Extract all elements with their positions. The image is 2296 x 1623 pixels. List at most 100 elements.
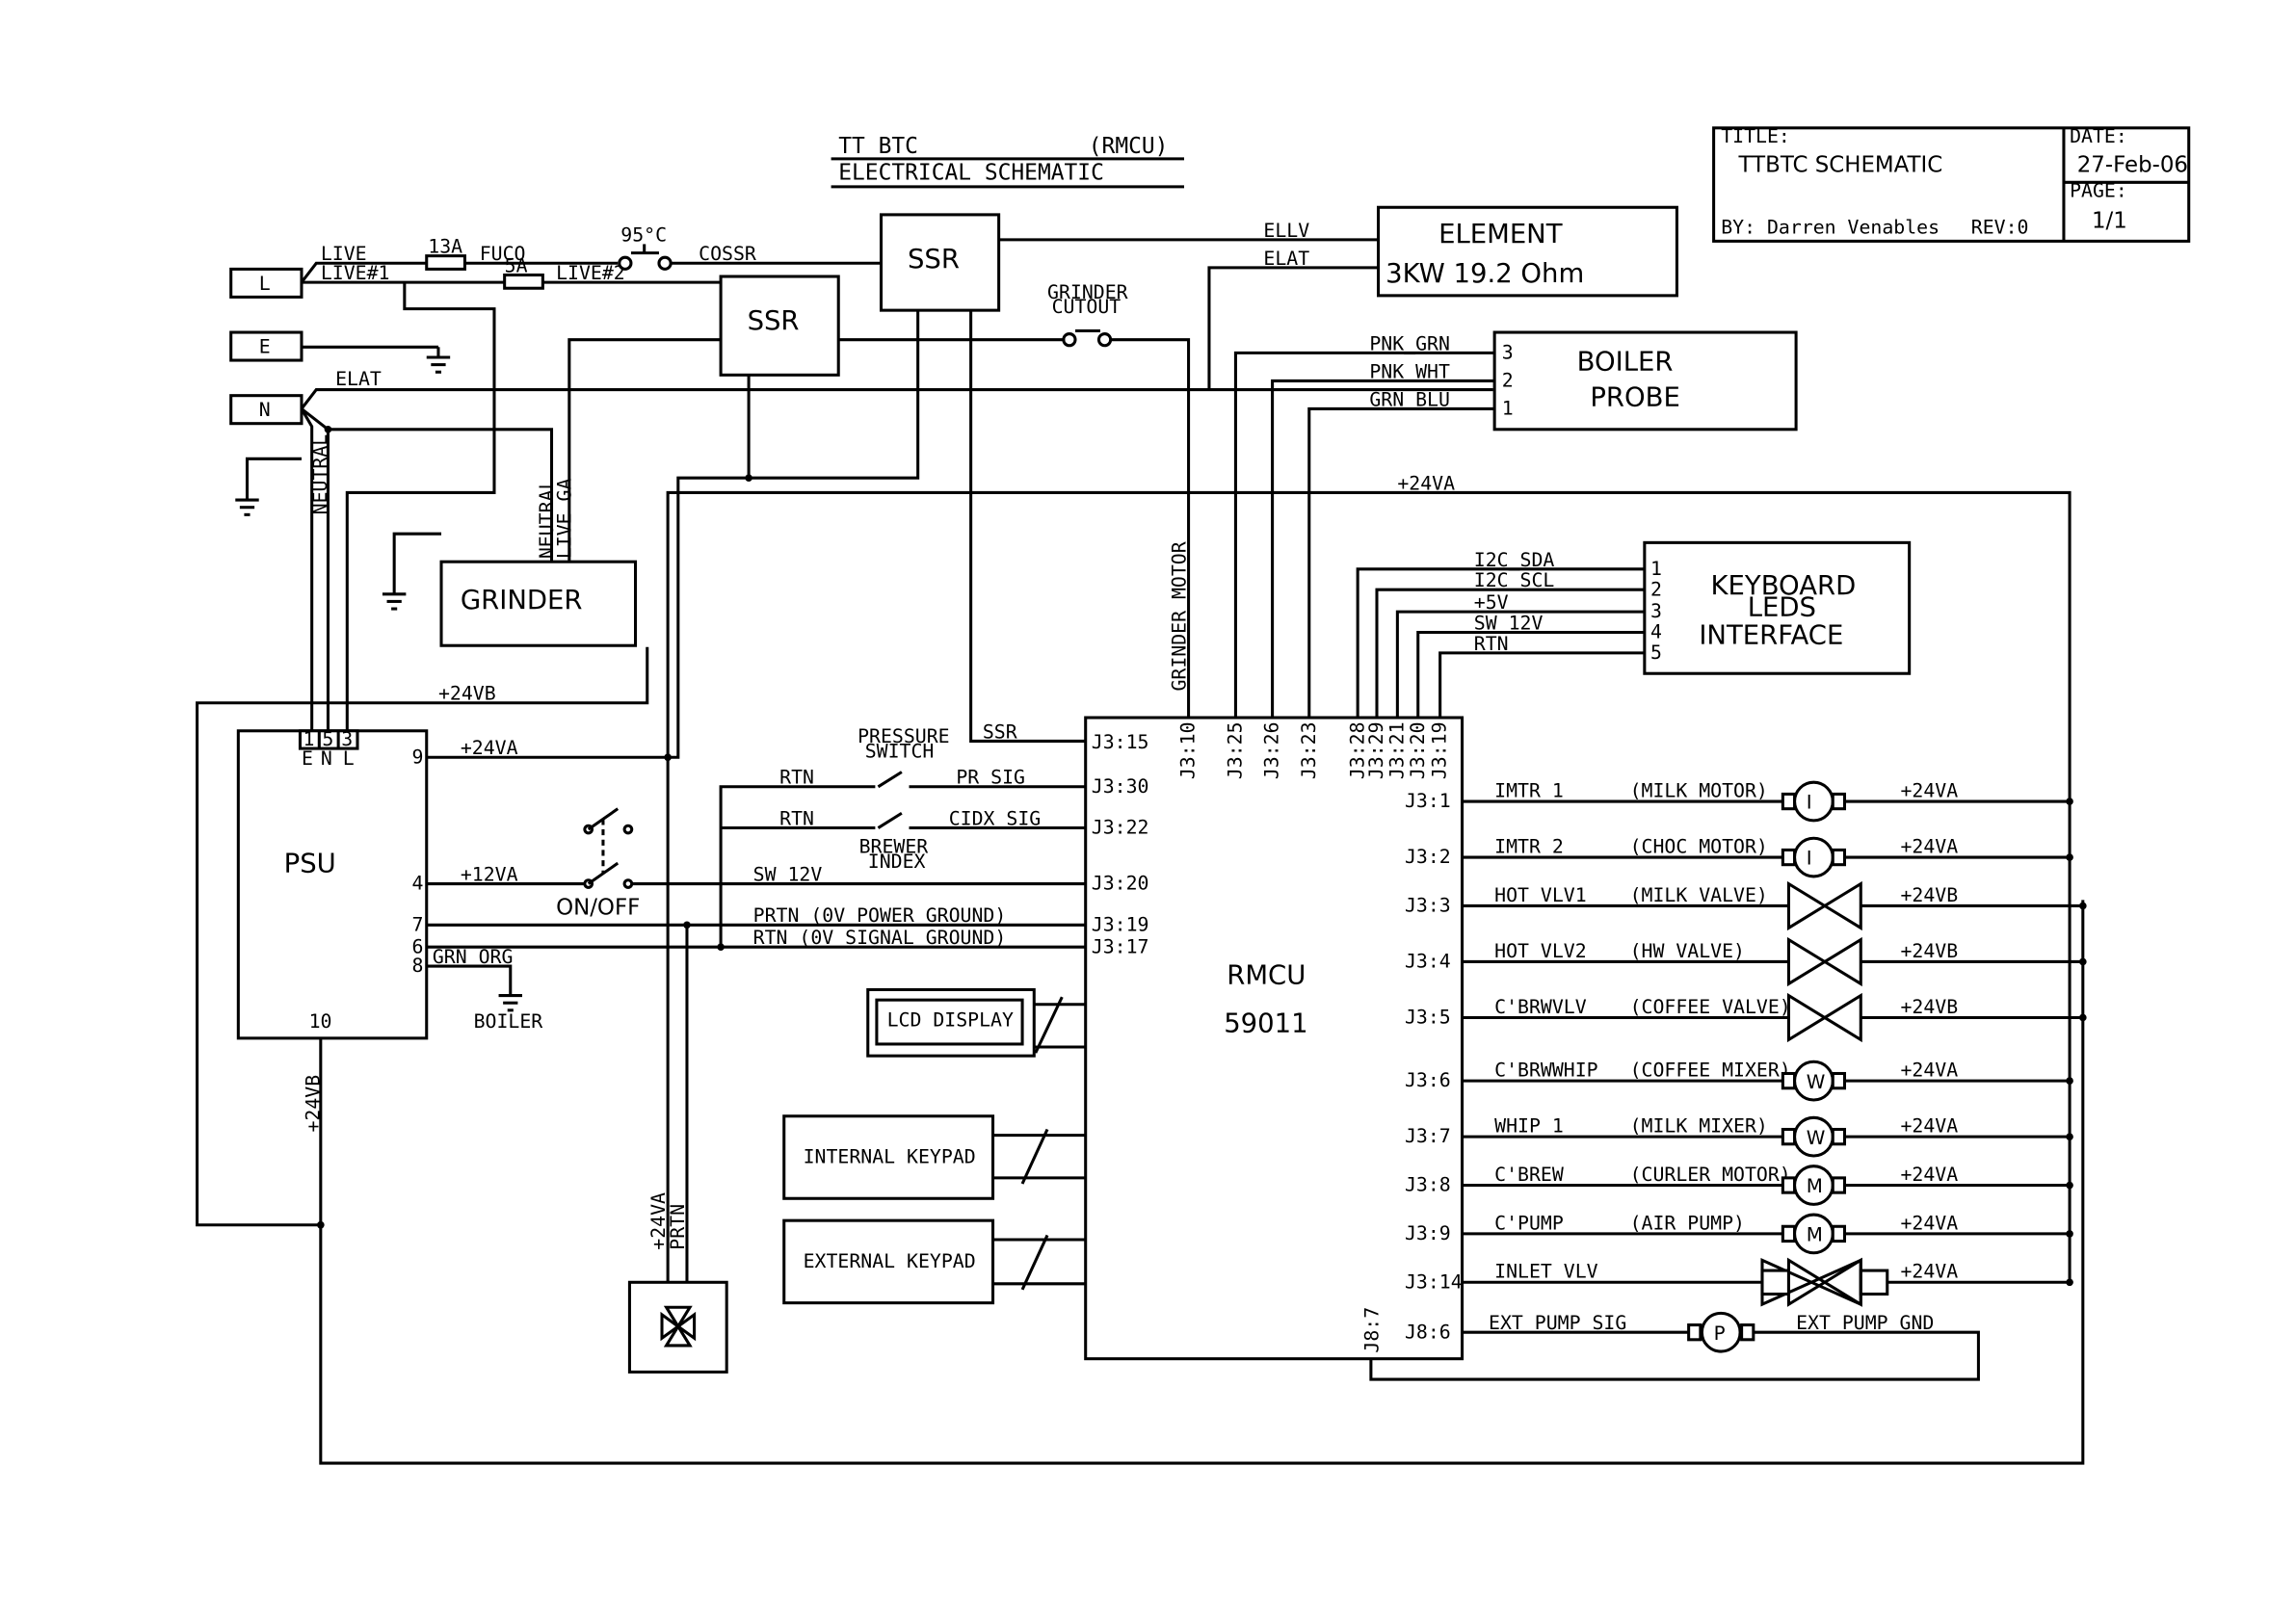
- grinder-motor-label: GRINDER MOTOR: [1169, 541, 1191, 691]
- output-net-label: HOT_VLV2: [1494, 940, 1587, 962]
- kb-pin-4: 4: [1650, 621, 1662, 643]
- psu-input-terminals: [298, 729, 359, 750]
- bus-24va-label: +24VA: [1397, 472, 1455, 494]
- internal-keypad-box: [782, 1114, 995, 1200]
- fuse-13a-label: 13A: [428, 236, 462, 258]
- live-psu-wire: [345, 282, 496, 731]
- psu-pin-10: 10: [309, 1010, 332, 1033]
- top-pin-j3-26: J3:26: [1261, 721, 1283, 779]
- elat-n-label: ELAT: [335, 368, 382, 390]
- ssr-net-label: SSR: [983, 720, 1017, 743]
- plus5v-label: +5V: [1474, 591, 1509, 614]
- live-wire: [300, 261, 427, 284]
- onoff-label: ON/OFF: [556, 896, 640, 921]
- rmcu-label-1: RMCU: [1227, 959, 1306, 990]
- fuse-5a-label: 5A: [505, 254, 528, 276]
- fan-24va-label: +24VA: [647, 1192, 670, 1250]
- grn-blu-label: GRN_BLU: [1369, 388, 1450, 410]
- bus-24vb-lower: [319, 900, 2085, 1465]
- ssr-grinder-label: SSR: [748, 305, 800, 336]
- rtn2-label: RTN: [779, 807, 814, 829]
- output-desc-label: (CURLER MOTOR): [1630, 1164, 1791, 1186]
- output-pin: J3:7: [1405, 1125, 1451, 1147]
- pr-sig-label: PR_SIG: [956, 767, 1025, 789]
- output-supply-label: +24VA: [1900, 1261, 1958, 1283]
- title-block-page-label: PAGE:: [2070, 180, 2127, 202]
- output-supply-label: +24VA: [1900, 1212, 1958, 1234]
- title-block-date-label: DATE:: [2070, 125, 2127, 147]
- ext-pump-gnd-label: EXT_PUMP_GND: [1796, 1312, 1934, 1334]
- i2c-scl-label: I2C_SCL: [1474, 569, 1555, 591]
- fuse-13a: [425, 254, 466, 271]
- output-net-label: HOT_VLV1: [1494, 884, 1587, 906]
- grinder-cutout-label-2: CUTOUT: [1052, 296, 1122, 318]
- title-line2: ELECTRICAL SCHEMATIC: [838, 160, 1104, 185]
- psu-label: PSU: [284, 848, 336, 878]
- rtn-kb-label: RTN: [1474, 633, 1509, 655]
- output-pin: J3:9: [1405, 1222, 1451, 1244]
- output-supply-label: +24VA: [1900, 835, 1958, 857]
- output-net-label: C'BRWVLV: [1494, 996, 1587, 1018]
- element-label-2: 3KW 19.2 Ohm: [1386, 258, 1584, 289]
- grinder-cutout-contact-a: [1062, 332, 1077, 348]
- elat-label: ELAT: [1263, 248, 1309, 270]
- boiler-probe-label-2: PROBE: [1590, 381, 1679, 412]
- neutral-label: NEUTRAL: [309, 434, 331, 515]
- ssr-element-label: SSR: [908, 244, 960, 275]
- top-pin-j3-20: J3:20: [1407, 721, 1429, 779]
- output-desc-label: (COFFEE MIXER): [1630, 1060, 1791, 1082]
- top-pin-j3-21: J3:21: [1386, 721, 1408, 779]
- psu-24va-label: +24VA: [461, 737, 518, 759]
- title-paren: (RMCU): [1089, 134, 1169, 159]
- rtn-sig-label: RTN (0V SIGNAL GROUND): [753, 927, 1007, 949]
- lcd-inner: [875, 998, 1024, 1046]
- psu-box: [236, 729, 429, 1040]
- fuco-label: FUCO: [480, 243, 526, 265]
- kb-pin-3: 3: [1650, 600, 1662, 622]
- output-pin: J3:2: [1405, 846, 1451, 868]
- output-pin: J3:4: [1405, 951, 1451, 973]
- cossr-label: COSSR: [699, 243, 756, 265]
- output-net-label: IMTR_1: [1494, 779, 1564, 801]
- title-block-frame: [1712, 126, 2191, 243]
- rtn1-label: RTN: [779, 767, 814, 789]
- brewer-index-label-1: BREWER: [859, 835, 929, 857]
- grinder-cutout-contact-b: [1096, 332, 1113, 348]
- sw12v-label: SW_12V: [753, 863, 823, 885]
- output-pin: J3:3: [1405, 895, 1451, 917]
- ext-pump-pin: J8:6: [1405, 1321, 1451, 1343]
- psu-pin-4: 4: [411, 873, 423, 895]
- psu-pin-n: N: [321, 747, 332, 770]
- psu-pin-7: 7: [411, 913, 423, 935]
- brewer-index-switch: [877, 811, 903, 829]
- top-pin-j3-25: J3:25: [1225, 721, 1247, 779]
- output-symbol-letter: W: [1807, 1127, 1826, 1149]
- output-pin: J3:8: [1405, 1174, 1451, 1196]
- grinder-live-label: LIVE GA: [553, 479, 575, 560]
- output-supply-label: +24VB: [1900, 940, 1958, 962]
- pressure-switch: [877, 771, 903, 789]
- fuse-5a: [503, 273, 544, 290]
- boiler-pin-1: 1: [1502, 398, 1514, 420]
- output-desc-label: (COFFEE VALVE): [1630, 996, 1791, 1018]
- element-label-1: ELEMENT: [1438, 219, 1563, 249]
- output-net-label: C'BREW: [1494, 1164, 1564, 1186]
- live2-label: LIVE#2: [556, 262, 625, 284]
- output-pin: J3:14: [1405, 1270, 1463, 1293]
- psu-pin-8: 8: [411, 955, 423, 977]
- top-pin-j3-19: J3:19: [1429, 721, 1451, 779]
- output-supply-label: +24VA: [1900, 1060, 1958, 1082]
- title-block-title-label: TITLE:: [1721, 125, 1790, 147]
- output-supply-label: +24VA: [1900, 779, 1958, 801]
- title-block-by: BY: Darren Venables: [1721, 217, 1940, 239]
- thermostat-contact-a: [618, 255, 633, 271]
- title-block-date-value: 27-Feb-06: [2077, 153, 2188, 178]
- output-pin: J3:5: [1405, 1007, 1451, 1029]
- title-block-rev: REV:0: [1971, 217, 2029, 239]
- output-supply-label: +24VA: [1900, 1115, 1958, 1138]
- grinder-label: GRINDER: [461, 585, 583, 615]
